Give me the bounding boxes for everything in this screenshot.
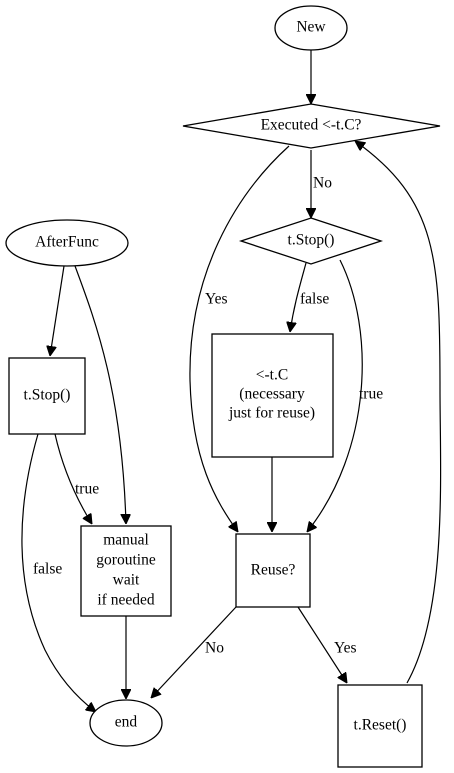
edge-label-tstop-right-true: true xyxy=(359,386,383,403)
node-reuse: Reuse? xyxy=(235,533,311,608)
node-manual-line-4: if needed xyxy=(97,592,154,609)
edge-reuse-to-end-no xyxy=(151,606,237,698)
node-end: end xyxy=(89,699,163,747)
node-tstop-left: t.Stop() xyxy=(8,357,86,435)
edge-afterfunc-to-tstop-left xyxy=(50,265,65,356)
edge-labels: No Yes false true No Yes true false xyxy=(33,175,383,657)
node-manual: manual goroutine wait if needed xyxy=(80,525,172,617)
node-executed-label: Executed <-t.C? xyxy=(261,117,362,134)
node-drain: <-t.C (necessary just for reuse) xyxy=(211,333,334,458)
node-manual-line-3: wait xyxy=(113,572,140,589)
node-new-label: New xyxy=(296,19,326,36)
edge-tstop-left-to-manual-true xyxy=(54,433,92,524)
edge-label-executed-yes: Yes xyxy=(205,291,228,308)
edge-label-reuse-no: No xyxy=(205,640,224,657)
node-manual-line-1: manual xyxy=(103,532,149,549)
edge-label-reuse-yes: Yes xyxy=(334,640,357,657)
edge-label-tstop-left-false: false xyxy=(33,561,62,578)
node-reuse-label: Reuse? xyxy=(251,562,296,579)
node-afterfunc: AfterFunc xyxy=(5,219,129,267)
node-tstop-right-label: t.Stop() xyxy=(288,232,335,249)
edge-tstop-right-to-drain xyxy=(290,262,307,332)
edge-tstop-left-to-end-false xyxy=(21,433,96,712)
node-drain-line-2: (necessary xyxy=(239,386,305,403)
edge-treset-to-executed xyxy=(355,141,442,684)
node-drain-line-1: <-t.C xyxy=(256,367,288,384)
node-tstop-left-label: t.Stop() xyxy=(24,387,71,404)
edge-tstop-right-to-reuse-true xyxy=(307,259,363,532)
edge-executed-to-reuse-yes xyxy=(189,145,290,532)
edge-afterfunc-to-manual xyxy=(74,265,126,524)
node-drain-line-3: just for reuse) xyxy=(228,405,315,422)
node-afterfunc-label: AfterFunc xyxy=(35,234,99,251)
edges xyxy=(21,50,442,712)
node-treset-label: t.Reset() xyxy=(354,717,407,734)
node-end-label: end xyxy=(115,714,138,731)
edge-reuse-to-treset-yes xyxy=(297,606,347,683)
edge-label-executed-no: No xyxy=(313,175,332,192)
node-tstop-right: t.Stop() xyxy=(238,217,384,265)
node-executed: Executed <-t.C? xyxy=(182,103,441,149)
node-treset: t.Reset() xyxy=(337,684,423,768)
node-new: New xyxy=(274,5,348,51)
node-manual-line-2: goroutine xyxy=(96,552,156,569)
edge-label-tstop-left-true: true xyxy=(75,481,99,498)
edge-label-tstop-right-false: false xyxy=(300,291,329,308)
